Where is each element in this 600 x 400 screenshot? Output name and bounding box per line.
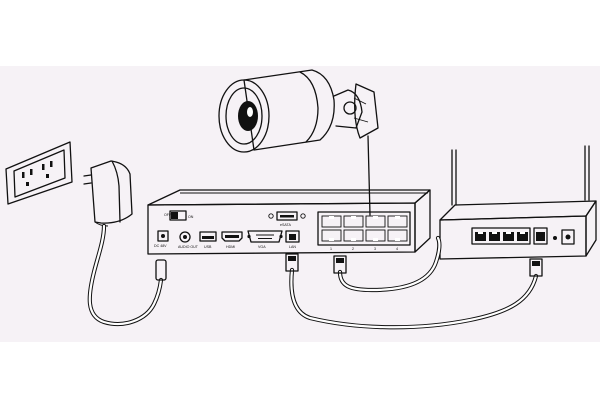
outlet-socket-right (42, 161, 53, 178)
poe-extension-cable (333, 235, 442, 293)
switch-off-label: OFF (164, 213, 172, 217)
power-adapter (83, 160, 133, 227)
dc-port-label: DC 48V (154, 244, 167, 248)
poe-label-3: 3 (374, 247, 376, 251)
router-lan-ports (471, 227, 531, 245)
router-power-port[interactable] (561, 229, 575, 245)
lan-port[interactable] (285, 230, 300, 243)
barrel-plug (155, 259, 167, 281)
outlet-socket-left (22, 169, 33, 186)
router-reset-button[interactable] (553, 236, 557, 240)
router-lan-port-1[interactable] (475, 232, 486, 241)
esata-port[interactable] (268, 211, 306, 221)
vga-label: VGA (258, 245, 266, 249)
poe-label-2: 2 (352, 247, 354, 251)
lan-label: LAN (289, 245, 296, 249)
poe-label-1: 1 (330, 247, 332, 251)
network-router (439, 145, 597, 260)
poe-label-4: 4 (396, 247, 398, 251)
dc-port[interactable] (157, 230, 169, 242)
lan-plug-router (529, 258, 543, 277)
poe-port-block (317, 211, 411, 246)
usb-label: USB (204, 245, 212, 249)
power-switch[interactable] (169, 210, 187, 221)
router-lan-port-3[interactable] (503, 232, 514, 241)
security-camera (218, 69, 379, 153)
audio-out-label: AUDIO OUT (178, 245, 199, 249)
esata-label: eSATA (280, 223, 291, 227)
switch-on-label: ON (188, 215, 194, 219)
router-lan-port-4[interactable] (517, 232, 528, 241)
router-wan-port[interactable] (533, 227, 548, 245)
power-cable (87, 223, 167, 327)
audio-out-port[interactable] (179, 231, 191, 243)
hdmi-port[interactable] (221, 231, 243, 242)
poe-plug (333, 255, 347, 274)
hdmi-label: HDMI (226, 245, 235, 249)
vga-port[interactable] (247, 230, 283, 243)
camera-cable (367, 135, 371, 216)
lan-to-router-cable (285, 253, 543, 330)
nvr-recorder: OFF ON DC 48V AUDIO OUT USB HDMI (147, 189, 431, 255)
wall-outlet (5, 141, 73, 205)
router-lan-port-2[interactable] (489, 232, 500, 241)
lan-plug-nvr (285, 253, 299, 272)
usb-port[interactable] (199, 231, 217, 242)
